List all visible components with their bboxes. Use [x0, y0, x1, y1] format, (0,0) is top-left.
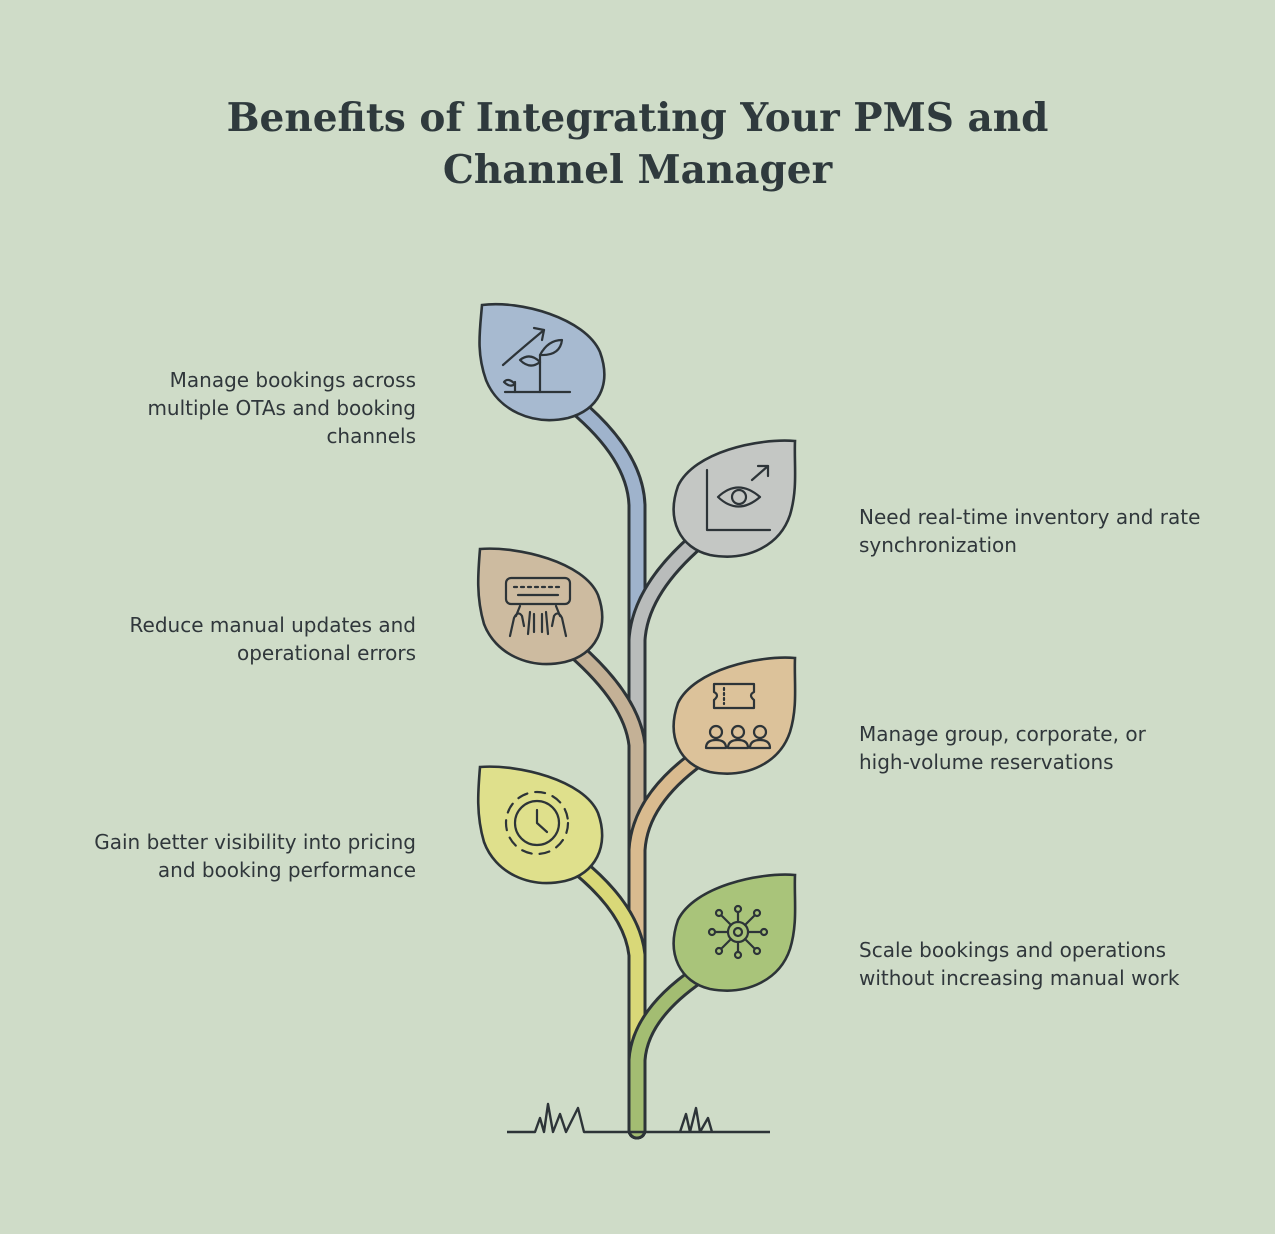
growth-plant-icon — [501, 326, 572, 394]
benefit-text-3: Reduce manual updates and operational er… — [76, 611, 416, 667]
benefit-3-line-2: operational errors — [236, 641, 416, 665]
benefit-4-line-2: high-volume reservations — [859, 750, 1114, 774]
benefit-2-line-2: synchronization — [859, 533, 1017, 557]
title-line-1: Benefits of Integrating Your PMS and — [226, 95, 1049, 141]
eye-chart-icon — [705, 464, 772, 532]
benefit-1-line-1: Manage bookings across — [169, 368, 416, 392]
leaf-3 — [476, 547, 604, 666]
stems — [565, 395, 708, 1140]
benefit-text-1: Manage bookings across multiple OTAs and… — [76, 366, 416, 450]
leaf-2 — [672, 439, 797, 558]
page-title: Benefits of Integrating Your PMS and Cha… — [0, 92, 1275, 196]
benefit-text-5: Gain better visibility into pricing and … — [76, 828, 416, 884]
benefit-5-line-2: and booking performance — [157, 858, 416, 882]
network-gear-icon — [707, 904, 769, 960]
benefit-6-line-2: without increasing manual work — [859, 966, 1180, 990]
ground-grass — [507, 1102, 770, 1134]
benefit-text-4: Manage group, corporate, or high-volume … — [859, 720, 1239, 776]
benefit-3-line-1: Reduce manual updates and — [129, 613, 416, 637]
benefit-4-line-1: Manage group, corporate, or — [859, 722, 1146, 746]
benefit-1-line-3: channels — [326, 424, 416, 448]
leaf-1 — [478, 302, 606, 422]
benefit-text-6: Scale bookings and operations without in… — [859, 936, 1239, 992]
title-line-2: Channel Manager — [442, 147, 833, 193]
clock-icon — [504, 790, 570, 856]
benefit-1-line-2: multiple OTAs and booking — [147, 396, 416, 420]
group-ticket-icon — [704, 682, 772, 750]
leaf-4 — [672, 656, 797, 775]
benefit-6-line-1: Scale bookings and operations — [859, 938, 1167, 962]
typing-keyboard-icon — [504, 576, 572, 638]
benefit-5-line-1: Gain better visibility into pricing — [94, 830, 416, 854]
benefit-2-line-1: Need real-time inventory and rate — [859, 505, 1201, 529]
benefit-text-2: Need real-time inventory and rate synchr… — [859, 503, 1239, 559]
